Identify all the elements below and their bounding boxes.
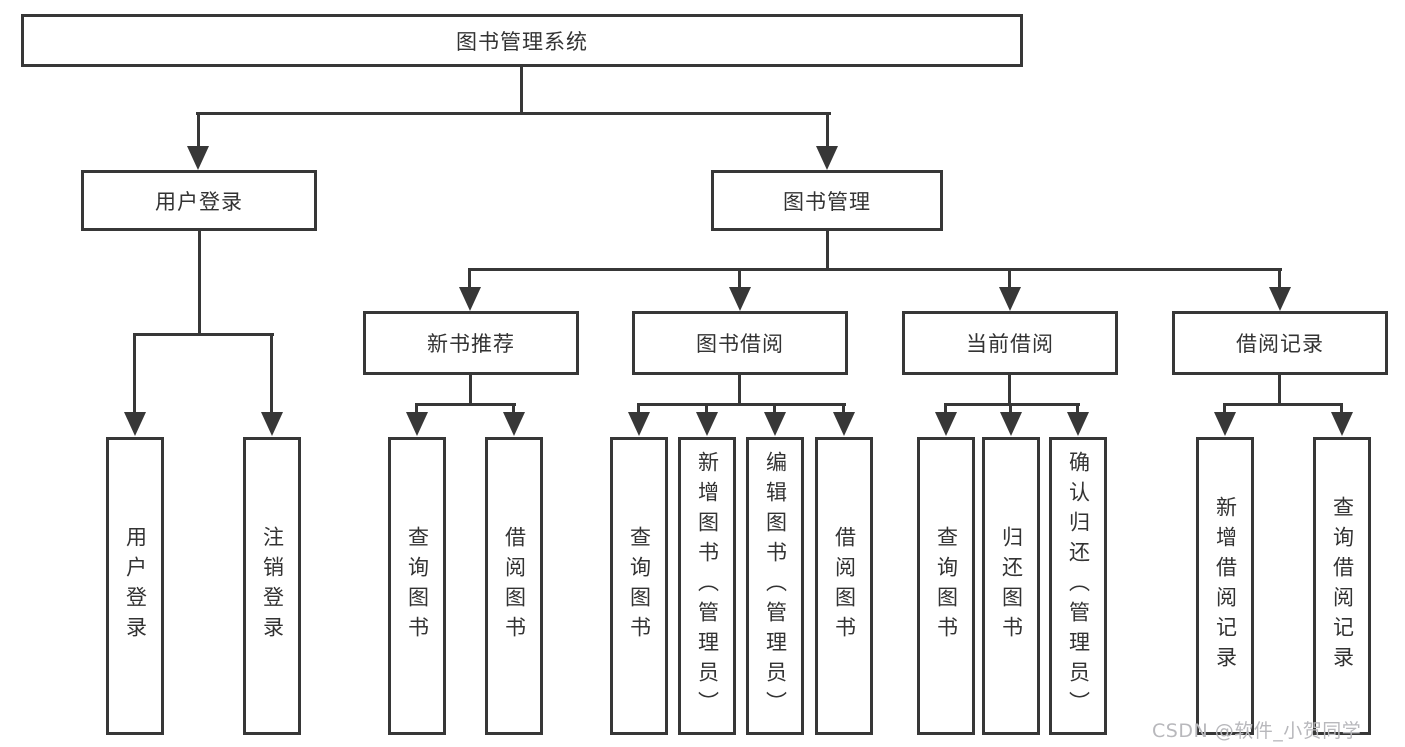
arrowhead-down-s3c3 [1067, 412, 1089, 436]
arrowhead-down-s2c4 [833, 412, 855, 436]
connector-current-borrow-shaft [1008, 268, 1011, 290]
connector-s2c3-shaft [773, 403, 776, 415]
connector-s2-horizontal [637, 403, 846, 406]
node-new-book-recommend: 新书推荐 [363, 311, 579, 375]
arrowhead-down-s3c2 [1000, 412, 1022, 436]
connector-s4-horizontal [1223, 403, 1343, 406]
connector-s4c1-shaft [1223, 403, 1226, 415]
node-new-book-recommend-label: 新书推荐 [427, 332, 515, 356]
arrowhead-down-s4c2 [1331, 412, 1353, 436]
connector-s2c1-shaft [637, 403, 640, 415]
leaf-query-books-borrow: 查询图书 [610, 437, 668, 735]
leaf-add-book-admin: 新增图书（管理员） [678, 437, 736, 735]
connector-s2-vertical [738, 375, 741, 406]
leaf-query-books-current: 查询图书 [917, 437, 975, 735]
node-book-borrow-label: 图书借阅 [696, 332, 784, 356]
node-borrow-records: 借阅记录 [1172, 311, 1388, 375]
connector-s3c3-shaft [1076, 403, 1079, 415]
connector-s4c2-shaft [1340, 403, 1343, 415]
leaf-user-login: 用户登录 [106, 437, 164, 735]
connector-book-mgmt-horizontal [468, 268, 1282, 271]
arrowhead-down-s1c2 [503, 412, 525, 436]
leaf-user-login-label: 用户登录 [123, 526, 148, 646]
leaf-label: 查询借阅记录 [1330, 496, 1355, 676]
leaf-label: 查询图书 [405, 526, 430, 646]
connector-s3-vertical [1008, 375, 1011, 406]
arrowhead-down-borrow-record [1269, 287, 1291, 311]
arrowhead-down-book-mgmt [816, 146, 838, 170]
connector-user-login-horizontal [133, 333, 274, 336]
leaf-edit-book-admin: 编辑图书（管理员） [746, 437, 804, 735]
leaf-label: 新增图书（管理员） [695, 451, 720, 721]
leaf-label: 新增借阅记录 [1213, 496, 1238, 676]
node-user-login-label: 用户登录 [155, 189, 243, 214]
connector-s2c4-shaft [842, 403, 845, 415]
leaf-query-books-recommend: 查询图书 [388, 437, 446, 735]
leaf-label: 查询图书 [934, 526, 959, 646]
leaf-label: 查询图书 [627, 526, 652, 646]
leaf-label: 借阅图书 [502, 526, 527, 646]
arrowhead-down-s2c2 [696, 412, 718, 436]
leaf-label: 编辑图书（管理员） [763, 451, 788, 721]
leaf-label: 确认归还（管理员） [1066, 451, 1091, 721]
node-book-management: 图书管理 [711, 170, 943, 231]
arrowhead-down-new-book [459, 287, 481, 311]
connector-s1-vertical [469, 375, 472, 406]
leaf-logout-login: 注销登录 [243, 437, 301, 735]
connector-book-borrow-shaft [738, 268, 741, 290]
arrowhead-down-user-login [187, 146, 209, 170]
arrowhead-down-s2c1 [628, 412, 650, 436]
connector-user-login-vertical [198, 231, 201, 335]
connector-logout-leaf-shaft [270, 333, 273, 413]
connector-new-book-shaft [468, 268, 471, 290]
arrowhead-down-s2c3 [764, 412, 786, 436]
leaf-label: 归还图书 [999, 526, 1024, 646]
arrowhead-down-s4c1 [1214, 412, 1236, 436]
node-book-borrow: 图书借阅 [632, 311, 848, 375]
connector-s1c1-shaft [415, 403, 418, 415]
leaf-return-books: 归还图书 [982, 437, 1040, 735]
watermark: CSDN @软件_小贺同学 [1152, 720, 1362, 742]
node-book-management-label: 图书管理 [783, 189, 871, 214]
leaf-label: 借阅图书 [832, 526, 857, 646]
arrowhead-down-login-leaf [124, 412, 146, 436]
arrowhead-down-s3c1 [935, 412, 957, 436]
connector-s4-vertical [1278, 375, 1281, 406]
arrowhead-down-book-borrow [729, 287, 751, 311]
leaf-confirm-return-admin: 确认归还（管理员） [1049, 437, 1107, 735]
leaf-borrow-books: 借阅图书 [815, 437, 873, 735]
connector-s3-horizontal [944, 403, 1080, 406]
leaf-query-borrow-record: 查询借阅记录 [1313, 437, 1371, 735]
arrowhead-down-current-borrow [999, 287, 1021, 311]
leaf-borrow-books-recommend: 借阅图书 [485, 437, 543, 735]
connector-borrow-record-shaft [1278, 268, 1281, 290]
connector-s3c1-shaft [944, 403, 947, 415]
connector-user-login-shaft [197, 112, 200, 150]
connector-book-mgmt-vertical [826, 231, 829, 271]
connector-s1c2-shaft [512, 403, 515, 415]
connector-root-vertical [520, 67, 523, 115]
leaf-logout-login-label: 注销登录 [260, 526, 285, 646]
node-root: 图书管理系统 [21, 14, 1023, 67]
node-borrow-records-label: 借阅记录 [1236, 332, 1324, 356]
connector-s1-horizontal [415, 403, 516, 406]
connector-s3c2-shaft [1009, 403, 1012, 415]
node-current-borrow: 当前借阅 [902, 311, 1118, 375]
connector-login-leaf-shaft [133, 333, 136, 413]
connector-s2c2-shaft [705, 403, 708, 415]
node-root-label: 图书管理系统 [456, 29, 588, 54]
arrowhead-down-s1c1 [406, 412, 428, 436]
connector-book-mgmt-shaft [826, 112, 829, 150]
node-user-login: 用户登录 [81, 170, 317, 231]
node-current-borrow-label: 当前借阅 [966, 332, 1054, 356]
leaf-add-borrow-record: 新增借阅记录 [1196, 437, 1254, 735]
connector-root-horizontal [196, 112, 831, 115]
arrowhead-down-logout-leaf [261, 412, 283, 436]
